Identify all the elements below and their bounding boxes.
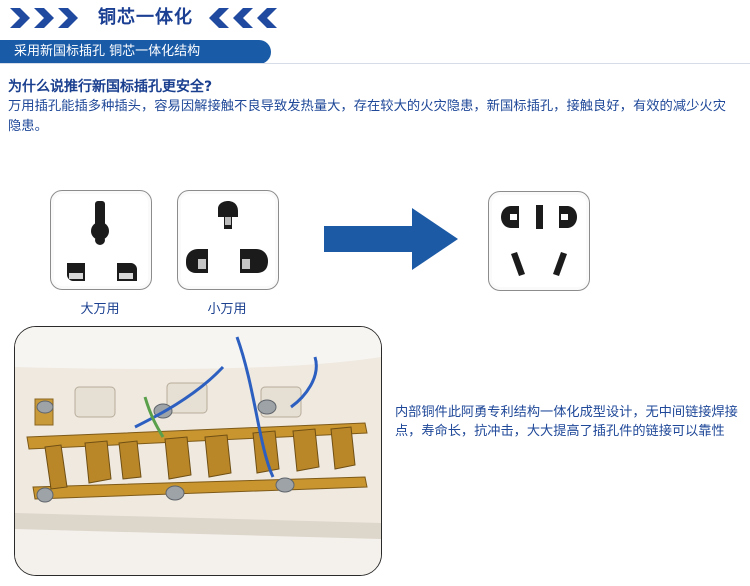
national-standard-socket (488, 191, 590, 291)
section-banner: 采用新国标插孔 铜芯一体化结构 (0, 40, 271, 64)
banner-divider (0, 63, 750, 64)
chevrons-left-icon (205, 6, 281, 34)
section-question: 为什么说推行新国标插孔更安全? (8, 79, 213, 95)
large-universal-label: 大万用 (80, 302, 120, 317)
copper-description: 内部铜件此阿勇专利结构一体化成型设计，无中间链接焊接点，寿命长，抗冲击，大大提高… (395, 405, 738, 439)
small-universal-socket (177, 190, 279, 290)
small-universal-socket-icon (186, 201, 268, 273)
arrow-right-icon (324, 208, 458, 274)
large-universal-socket (50, 190, 152, 290)
banner-text: 采用新国标插孔 铜芯一体化结构 (14, 44, 201, 59)
header-title: 铜芯一体化 (98, 7, 193, 28)
national-standard-socket-icon (501, 205, 577, 276)
large-universal-socket-icon (67, 201, 137, 281)
small-universal-label: 小万用 (207, 302, 247, 317)
copper-structure-photo (14, 326, 382, 576)
copper-structure-illustration (15, 327, 381, 575)
chevrons-right-icon (8, 6, 84, 34)
section-paragraph: 万用插孔能插多种插头，容易因解接触不良导致发热量大，存在较大的火灾隐患，新国标插… (8, 99, 727, 134)
